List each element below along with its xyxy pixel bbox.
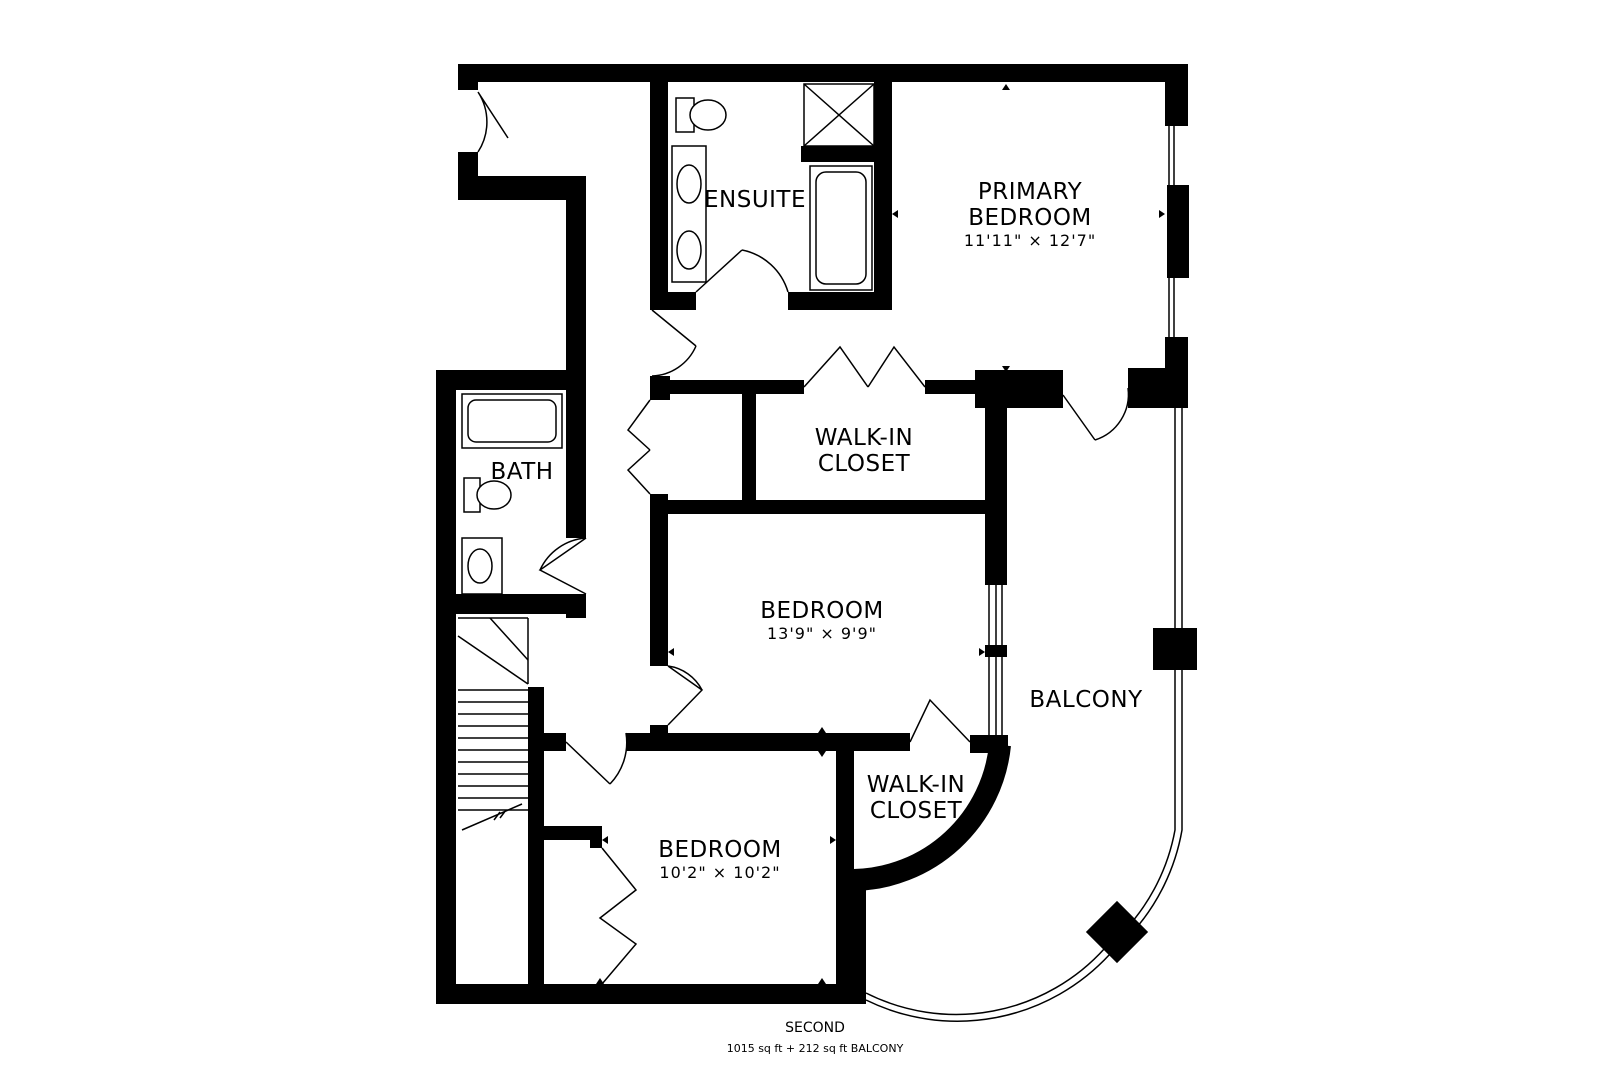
floor-area: 1015 sq ft + 212 sq ft BALCONY xyxy=(726,1042,904,1055)
curved-closet-wall xyxy=(853,743,1011,891)
walls xyxy=(436,64,1197,1004)
bedroom-lower-dims: 10'2" × 10'2" xyxy=(659,862,781,882)
doors xyxy=(477,91,1130,985)
walkin-closet-upper-line1: WALK-IN xyxy=(814,425,914,451)
staircase xyxy=(457,617,529,831)
bedroom-mid-name: BEDROOM xyxy=(760,598,884,624)
primary-bedroom-label: PRIMARY BEDROOM 11'11" × 12'7" xyxy=(963,179,1097,250)
walkin-closet-upper-line2: CLOSET xyxy=(817,450,911,477)
balcony-label: BALCONY xyxy=(1029,687,1143,713)
bedroom-lower-name: BEDROOM xyxy=(658,837,782,863)
bedroom-mid-label: BEDROOM 13'9" × 9'9" xyxy=(760,598,884,643)
primary-bedroom-dims: 11'11" × 12'7" xyxy=(963,230,1097,250)
bathroom-fixtures xyxy=(461,83,875,595)
windows xyxy=(865,126,1183,1022)
primary-bedroom-name-line2: BEDROOM xyxy=(968,204,1092,231)
primary-bedroom-name-line1: PRIMARY xyxy=(977,179,1083,205)
walkin-closet-lower-line2: CLOSET xyxy=(869,797,963,824)
dimension-markers xyxy=(596,84,1165,984)
bedroom-mid-dims: 13'9" × 9'9" xyxy=(767,623,877,643)
bedroom-lower-label: BEDROOM 10'2" × 10'2" xyxy=(658,837,782,882)
floor-name: SECOND xyxy=(785,1020,845,1036)
bath-label: BATH xyxy=(490,459,554,485)
walkin-closet-upper-label: WALK-IN CLOSET xyxy=(814,425,914,478)
walkin-closet-lower-line1: WALK-IN xyxy=(866,772,966,798)
walkin-closet-lower-label: WALK-IN CLOSET xyxy=(866,772,966,825)
ensuite-label: ENSUITE xyxy=(703,187,807,213)
